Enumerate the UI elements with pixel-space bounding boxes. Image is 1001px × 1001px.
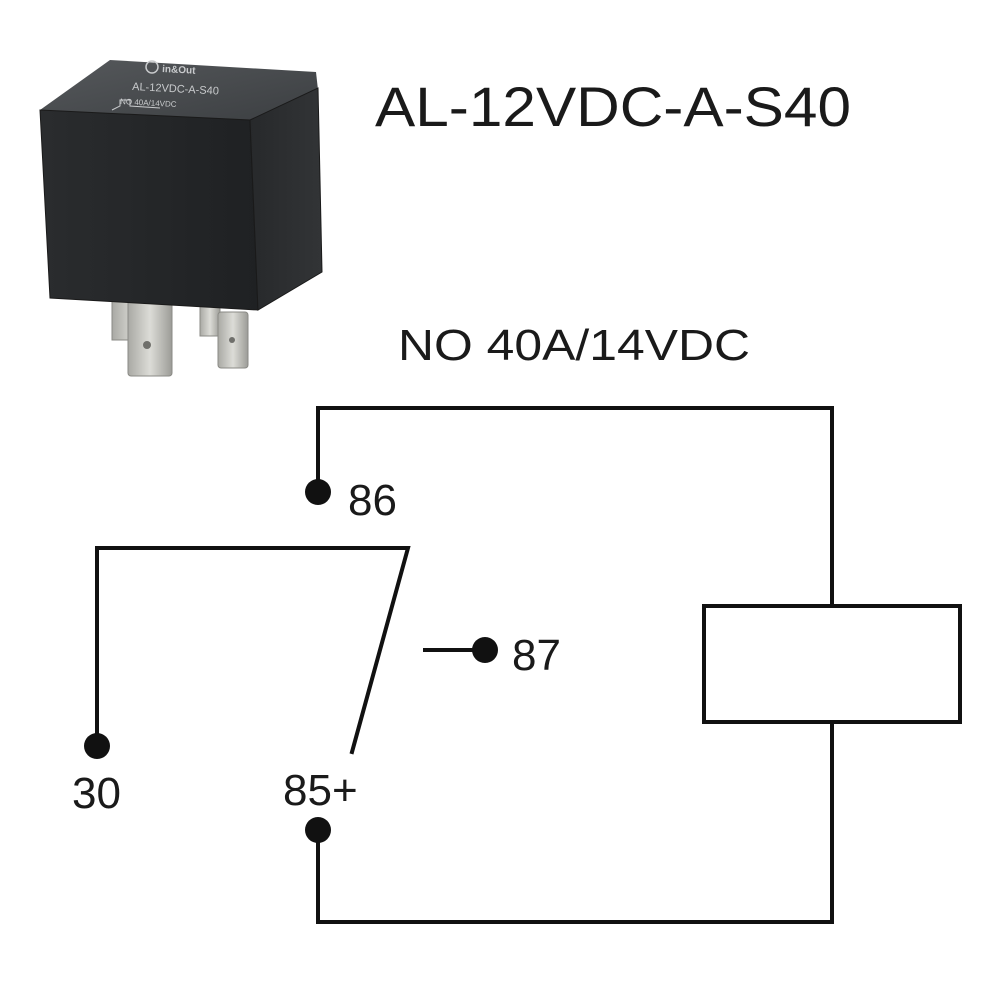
terminal-87-dot [472, 637, 498, 663]
relay-side-face [249, 87, 323, 311]
relay-top-markings: in&Out AL-12VDC-A-S40 NO 40A/14VDC [111, 60, 219, 111]
relay-schematic-icon [111, 99, 161, 111]
terminal-30-dot [84, 733, 110, 759]
wire-30-to-switch [95, 546, 411, 755]
terminal-85-label: 85+ [283, 766, 358, 815]
terminal-87-label: 87 [512, 631, 561, 680]
relay-top-rating-text: NO 40A/14VDC [120, 97, 177, 109]
relay-pin [127, 299, 173, 377]
model-title: AL-12VDC-A-S40 [375, 75, 851, 138]
terminal-30-label: 30 [72, 769, 121, 818]
rating-label: NO 40A/14VDC [398, 321, 750, 370]
relay-photo: in&Out AL-12VDC-A-S40 NO 40A/14VDC [39, 60, 323, 377]
wire-86-to-coil [316, 406, 834, 608]
brand-logo-icon [145, 60, 159, 74]
relay-brand-logo-text: in&Out [162, 64, 197, 77]
relay-top-face [40, 60, 318, 120]
terminal-86-label: 86 [348, 476, 397, 525]
terminal-86-dot [305, 479, 331, 505]
terminal-85-dot [305, 817, 331, 843]
relay-coil [702, 604, 962, 724]
relay-front-face [39, 109, 259, 311]
relay-pins [111, 297, 249, 377]
wire-coil-to-85 [316, 720, 834, 924]
wiring-diagram: 86 87 30 85+ [72, 406, 962, 924]
relay-top-model-text: AL-12VDC-A-S40 [132, 81, 219, 98]
